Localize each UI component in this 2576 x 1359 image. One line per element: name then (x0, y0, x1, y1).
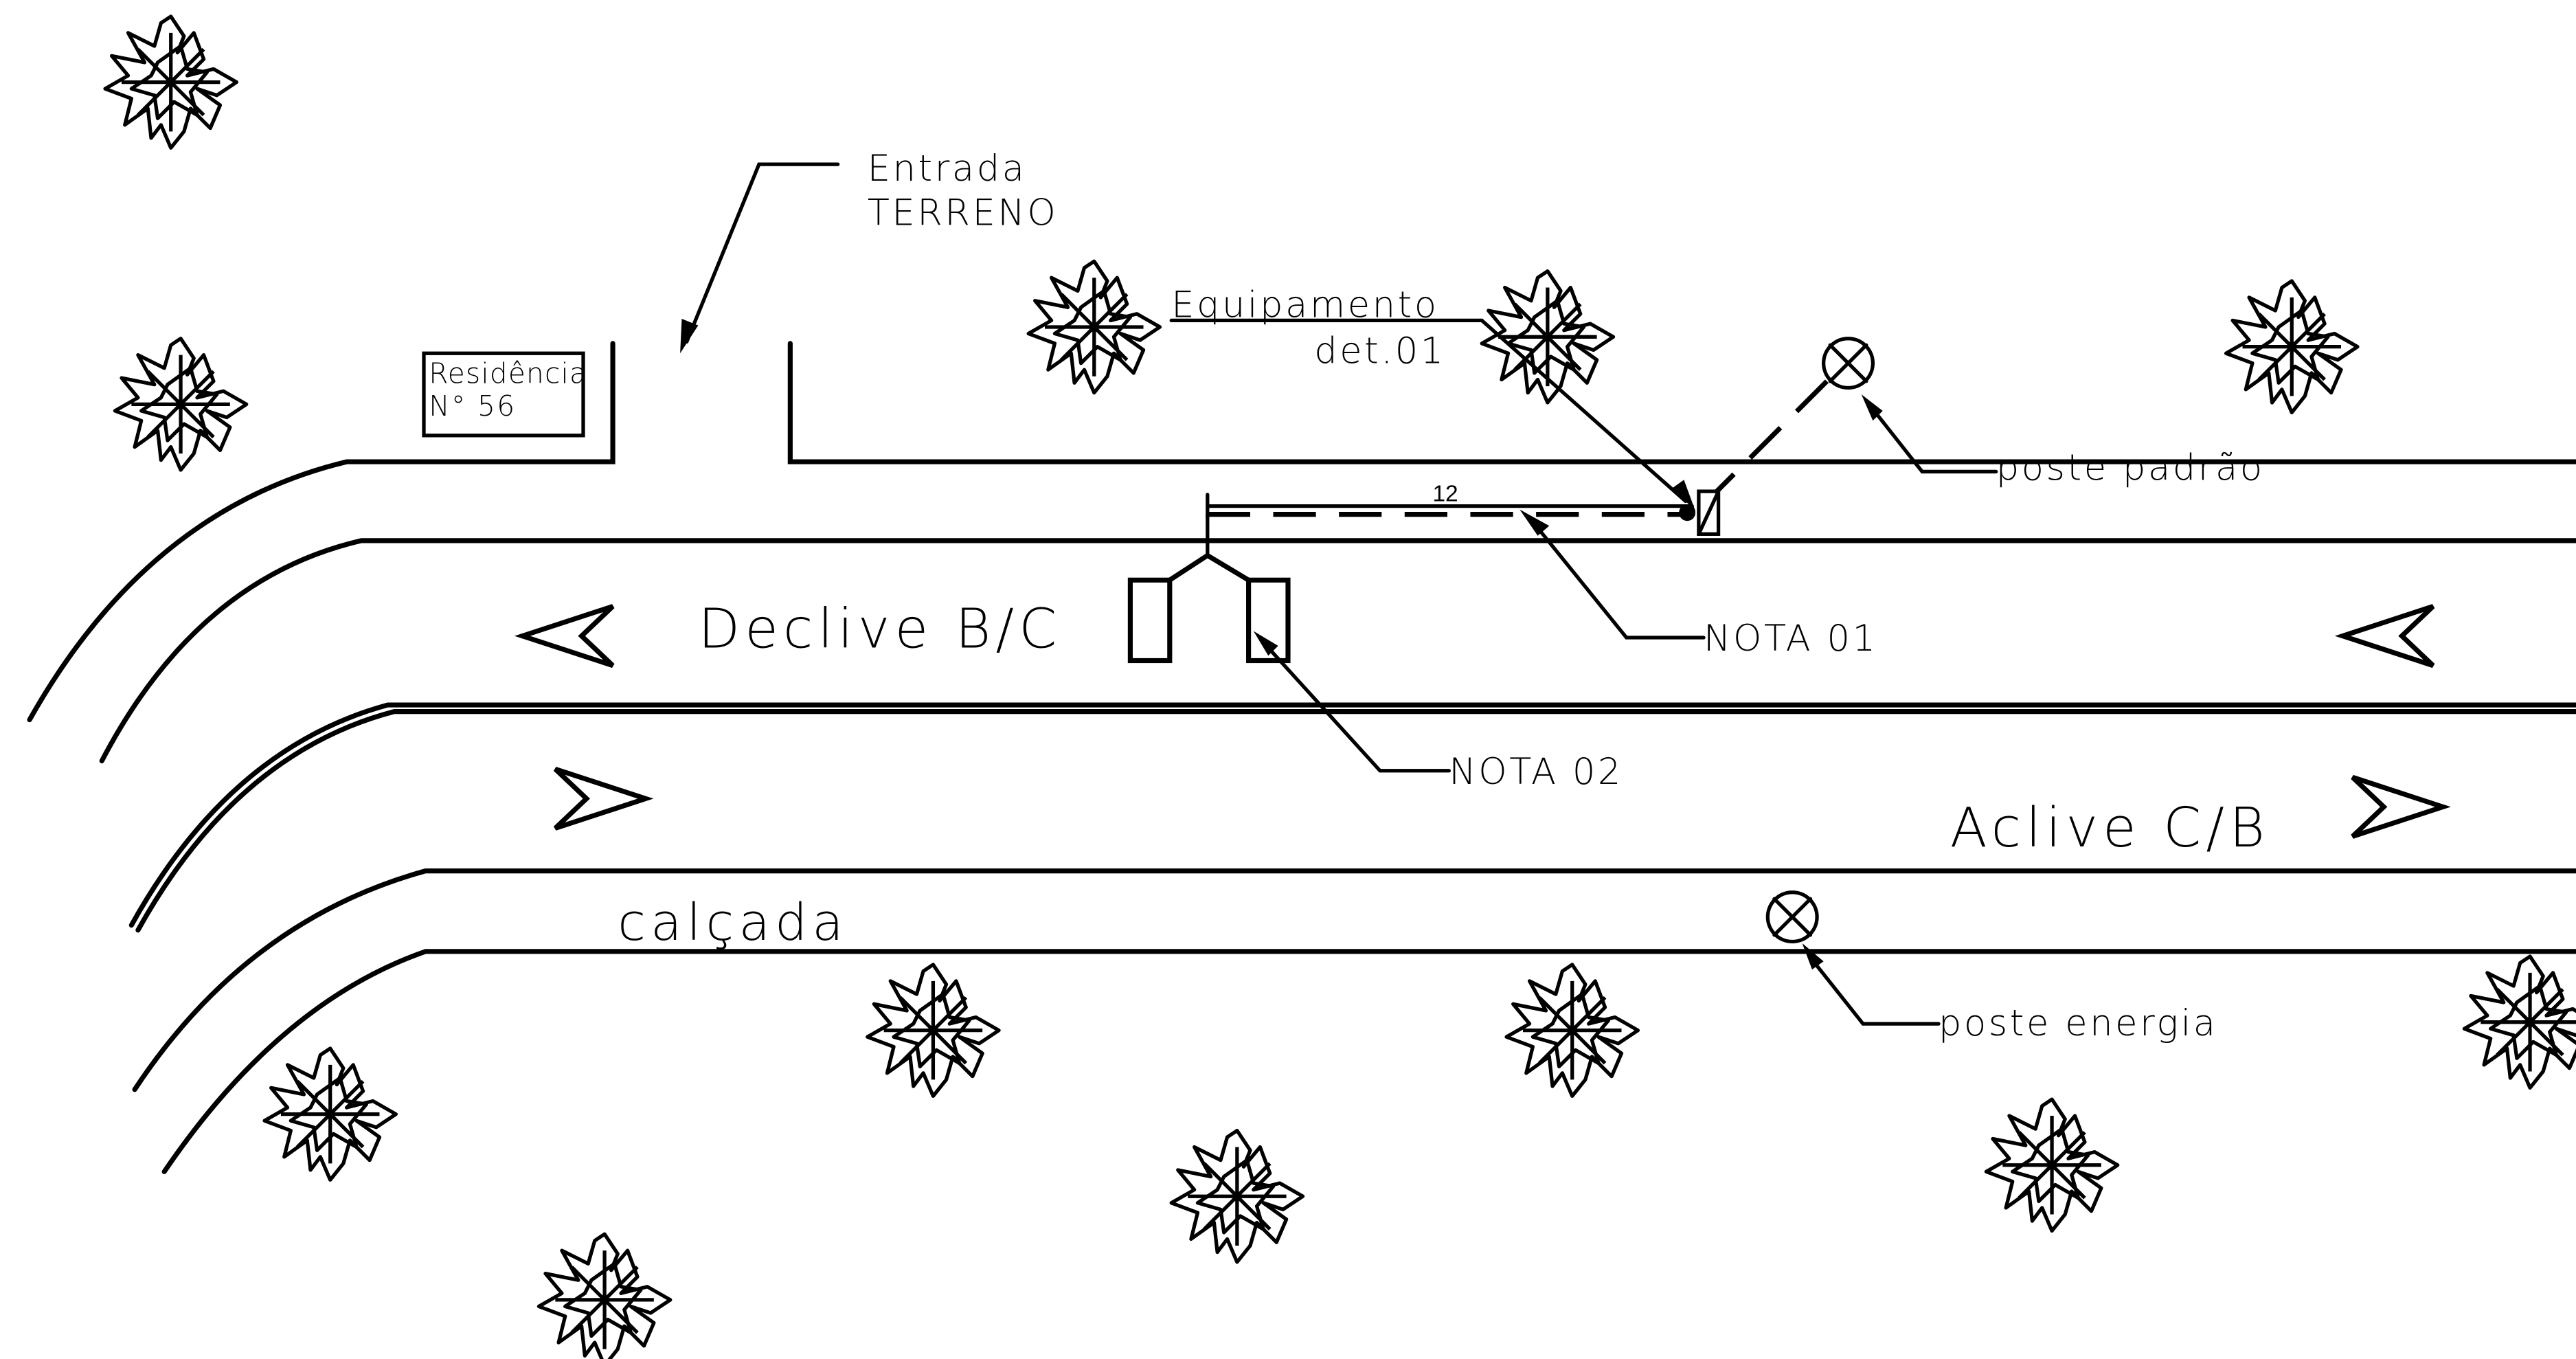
nota02-label: NOTA 02 (1449, 751, 1623, 793)
tree-icon (1506, 965, 1638, 1096)
pole-icon (1765, 890, 1819, 944)
poste-energia-label: poste energia (1939, 1002, 2218, 1044)
road-lines (27, 341, 2576, 1174)
residence-number: N° 56 (429, 390, 516, 423)
tree-icon (105, 16, 236, 148)
poste-padrao-label: poste padrão (1996, 447, 2265, 488)
entrada-label: Entrada (868, 148, 1027, 190)
dimension-12: 12 (1206, 481, 1694, 558)
tree-icons (105, 16, 2576, 1359)
tree-icon (2226, 281, 2358, 412)
calcada-label: calçada (618, 893, 848, 952)
nota01-label: NOTA 01 (1704, 618, 1878, 660)
chevron-left-icon (514, 604, 615, 669)
dimension-label: 12 (1432, 481, 1458, 506)
tree-icon (115, 339, 246, 470)
equipamento-leader: Equipamento det.01 (1169, 284, 1696, 511)
poste-energia: poste energia (1765, 890, 2218, 1044)
tree-icon (868, 965, 999, 1096)
tree-icon (539, 1234, 670, 1359)
tree-icon (1028, 261, 1160, 392)
direction-arrows (514, 604, 2451, 839)
terreno-label: TERRENO (868, 192, 1059, 234)
det-label: det.01 (1314, 330, 1446, 372)
chevron-right-icon (553, 766, 654, 831)
nota02-leader: NOTA 02 (1253, 631, 1623, 793)
declive-label: Declive B/C (698, 597, 1061, 660)
chevron-right-icon (2351, 774, 2451, 839)
residence-box: Residência N° 56 (422, 351, 587, 438)
tree-icon (2464, 956, 2576, 1088)
equipamento-label: Equipamento (1171, 284, 1438, 326)
tree-icon (1986, 1099, 2117, 1231)
entrada-leader: Entrada TERRENO (680, 148, 1059, 354)
pole-icon (1822, 337, 1875, 390)
chevron-left-icon (2334, 604, 2435, 669)
tree-icon (264, 1048, 396, 1180)
poste-padrao: poste padrão (1713, 337, 2265, 495)
nota01-leader: NOTA 01 (1519, 509, 1878, 660)
aclive-label: Aclive C/B (1950, 796, 2270, 860)
residence-label: Residência (429, 357, 587, 390)
tree-icon (1171, 1131, 1302, 1262)
